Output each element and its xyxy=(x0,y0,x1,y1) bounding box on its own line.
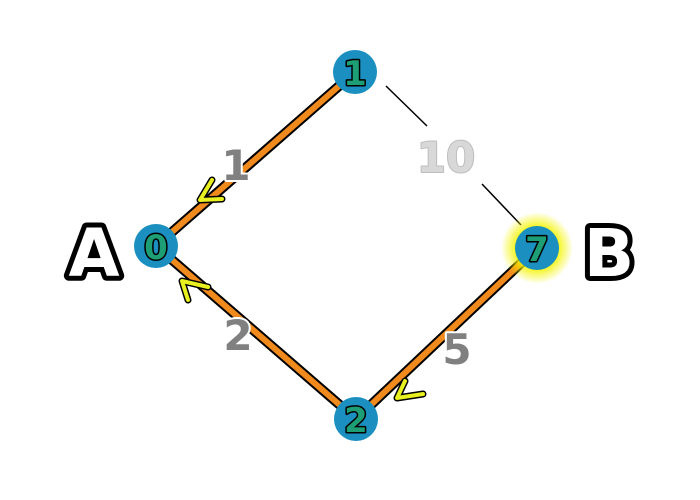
node-0-label: 0 xyxy=(144,228,168,268)
node-1-label: 1 xyxy=(343,54,367,94)
node-0[interactable]: 0 xyxy=(134,224,178,270)
edge-2-0 xyxy=(151,241,361,424)
edge-weight-1-7: 10 xyxy=(417,133,475,182)
label-a: A xyxy=(68,215,119,292)
edge-7-2 xyxy=(351,243,542,424)
node-2[interactable]: 2 xyxy=(334,397,378,443)
edge-weight-7-2: 5 xyxy=(442,325,471,374)
edge-weight-2-0: 2 xyxy=(223,311,252,360)
edge-1-0 xyxy=(151,67,360,251)
node-1[interactable]: 1 xyxy=(333,50,377,96)
label-b: B xyxy=(584,215,634,292)
edge-1-7 xyxy=(385,85,522,226)
node-2-label: 2 xyxy=(344,401,368,441)
node-7-label: 7 xyxy=(525,230,549,270)
node-7[interactable]: 7 xyxy=(515,226,559,272)
edge-weight-1-0: 1 xyxy=(221,141,250,190)
